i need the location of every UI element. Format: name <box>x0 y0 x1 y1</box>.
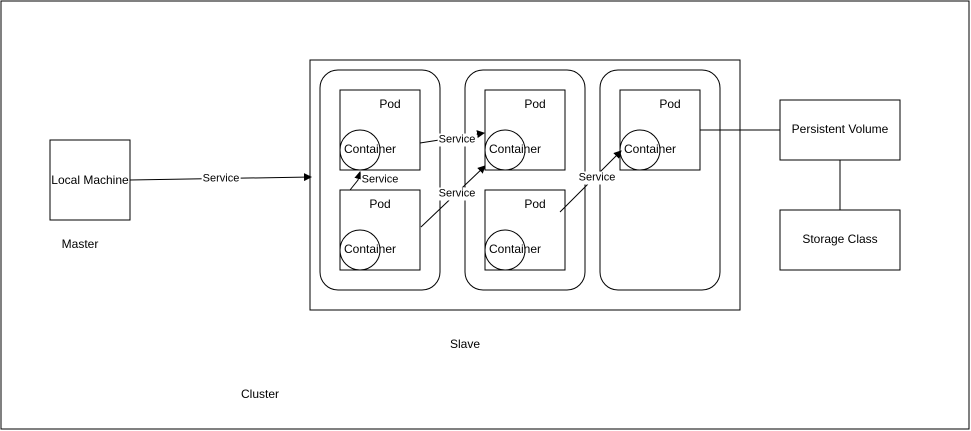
local-machine-box[interactable] <box>49 139 131 221</box>
storage-class-box[interactable] <box>779 209 901 271</box>
local-machine-label: Local Machine <box>51 173 129 187</box>
edge-pod2-to-pod1 <box>349 171 363 191</box>
container-label-3: Container <box>488 142 542 156</box>
container-circle-5[interactable] <box>619 129 661 171</box>
edge-label-local-to-slave: Service <box>201 172 241 186</box>
container-circle-4[interactable] <box>484 229 526 271</box>
persistent-volume-label: Persistent Volume <box>791 122 889 136</box>
pod-title-1: Pod <box>379 97 401 111</box>
edge-label-pod2-to-pod3: Service <box>437 187 477 201</box>
container-label-5: Container <box>623 142 677 156</box>
container-label-2: Container <box>343 242 397 256</box>
container-circle-2[interactable] <box>339 229 381 271</box>
edge-label-pod1-to-pod3: Service <box>437 133 477 147</box>
pod-box-4[interactable] <box>484 189 566 271</box>
pod-title-3: Pod <box>524 97 546 111</box>
edge-label-pod4-to-pod5: Service <box>577 171 617 185</box>
slave-label: Slave <box>449 337 481 351</box>
container-circle-3[interactable] <box>484 129 526 171</box>
container-label-1: Container <box>343 142 397 156</box>
container-label-4: Container <box>488 242 542 256</box>
storage-class-label: Storage Class <box>802 232 878 246</box>
pod-title-5: Pod <box>659 97 681 111</box>
pod-box-1[interactable] <box>339 89 421 171</box>
pod-box-3[interactable] <box>484 89 566 171</box>
cluster-label: Cluster <box>240 387 280 401</box>
master-label: Master <box>61 237 99 251</box>
pod-title-4: Pod <box>524 197 546 211</box>
pod-box-2[interactable] <box>339 189 421 271</box>
container-circle-1[interactable] <box>339 129 381 171</box>
pod-box-5[interactable] <box>619 89 701 171</box>
pod-title-2: Pod <box>369 197 391 211</box>
edge-label-pod2-to-pod1: Service <box>360 173 400 187</box>
